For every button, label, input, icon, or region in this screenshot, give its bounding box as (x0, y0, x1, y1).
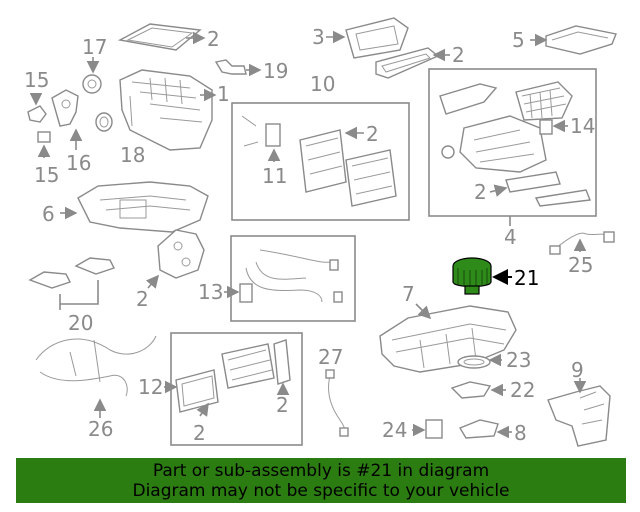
callout-20: 20 (68, 311, 93, 335)
callout-9: 9 (571, 358, 584, 382)
part-21-blower-motor (452, 257, 512, 295)
callout-12: 12 (138, 375, 163, 399)
callout-8: 8 (514, 421, 527, 445)
part-8-bracket (458, 419, 512, 439)
group-box-10 (231, 102, 410, 221)
part-10-box-items (241, 115, 397, 207)
group-box-13 (230, 235, 356, 322)
banner-line-1: Part or sub-assembly is #21 in diagram (152, 461, 490, 481)
callout-26: 26 (88, 417, 113, 441)
callout-2c: 2 (452, 43, 465, 67)
callout-6: 6 (42, 202, 55, 226)
callout-5: 5 (512, 28, 525, 52)
callout-17: 17 (82, 35, 107, 59)
callout-23: 23 (506, 348, 531, 372)
part-12-heater-core (164, 339, 291, 417)
callout-2g: 2 (276, 393, 289, 417)
part-16-lever (51, 89, 83, 150)
callout-11: 11 (262, 164, 287, 188)
callout-13: 13 (198, 280, 223, 304)
part-9-duct (547, 378, 611, 447)
callout-1: 1 (217, 82, 230, 106)
callout-15b: 15 (34, 163, 59, 187)
callout-4: 4 (504, 225, 517, 249)
callout-19: 19 (263, 59, 288, 83)
part-7-blower-case (379, 303, 517, 373)
part-6-lower-case (60, 181, 209, 233)
info-banner: Part or sub-assembly is #21 in diagram D… (16, 458, 626, 503)
callout-2d: 2 (366, 122, 379, 146)
part-24-module (412, 419, 443, 439)
callout-24: 24 (382, 418, 407, 442)
parts-diagram: 2 17 1 19 15 15 16 18 6 2 20 26 3 2 5 10… (24, 17, 617, 447)
part-15b-clip (37, 131, 51, 158)
part-19-connector (214, 59, 262, 77)
callout-3: 3 (312, 25, 325, 49)
part-3-duct (326, 17, 409, 59)
part-2-duct-seal (375, 47, 450, 79)
callout-2f: 2 (193, 421, 206, 445)
part-4-box-items (439, 81, 591, 226)
part-17-knob (82, 57, 102, 94)
part-27-sensor (325, 369, 349, 437)
part-25-harness (549, 231, 615, 255)
group-box-4 (428, 68, 597, 217)
callout-14: 14 (570, 114, 595, 138)
part-5-cabin-filter (530, 25, 617, 55)
part-gasket-panel (145, 229, 205, 289)
callout-7: 7 (402, 282, 415, 306)
part-20-brackets (28, 257, 115, 310)
part-hvac-module (119, 69, 217, 151)
part-22-resistor (450, 381, 506, 399)
callout-2b: 2 (136, 287, 149, 311)
part-26-harness (35, 335, 157, 418)
callout-22: 22 (510, 378, 535, 402)
callout-2: 2 (207, 27, 220, 51)
callout-25: 25 (568, 253, 593, 277)
callout-27: 27 (318, 345, 343, 369)
part-18-ring (95, 112, 113, 132)
part-filter-frame-top (117, 23, 206, 51)
part-13-pipes (224, 249, 343, 303)
callout-2e: 2 (474, 180, 487, 204)
part-23-seal (457, 353, 502, 369)
callout-16: 16 (66, 151, 91, 175)
banner-line-2: Diagram may not be specific to your vehi… (132, 481, 510, 501)
callout-21: 21 (514, 266, 539, 290)
callout-18: 18 (120, 143, 145, 167)
callout-10: 10 (310, 72, 335, 96)
callout-15: 15 (24, 68, 49, 92)
part-15-actuator (27, 92, 47, 123)
